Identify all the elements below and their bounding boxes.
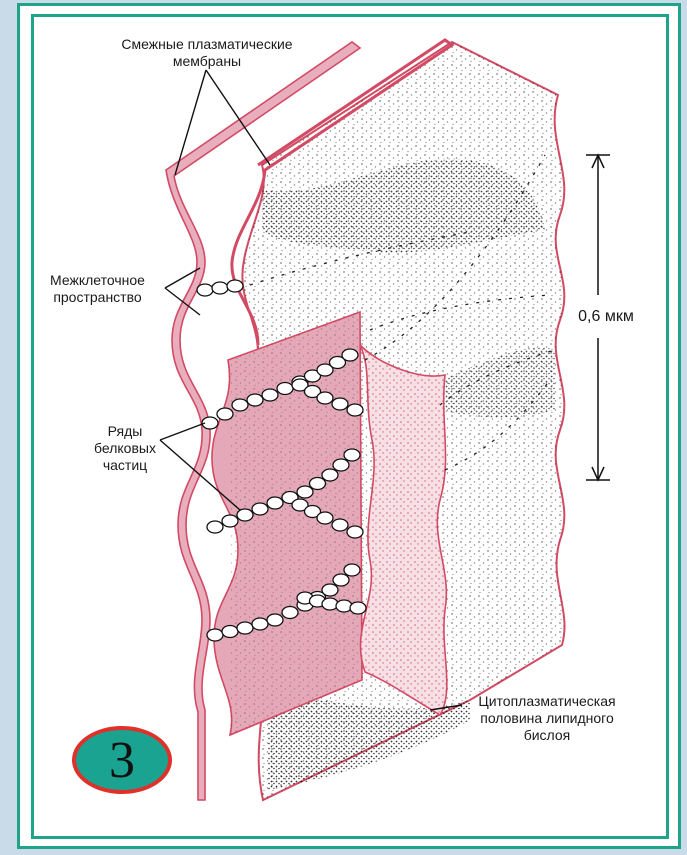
label-protein-rows-line1: Ряды xyxy=(85,423,165,440)
label-adjacent-membranes-line1: Смежные плазматические xyxy=(82,36,332,53)
protein-particle xyxy=(333,574,349,586)
protein-particle xyxy=(207,629,223,641)
label-protein-rows: Ряды белковых частиц xyxy=(85,423,165,474)
label-cytoplasmic-half-line2: половина липидного xyxy=(462,710,632,727)
protein-particle xyxy=(347,404,363,416)
protein-particle xyxy=(222,515,238,527)
protein-particle xyxy=(247,394,263,406)
label-intercellular-space-line2: пространство xyxy=(30,289,165,306)
protein-particle xyxy=(262,389,278,401)
protein-particle xyxy=(237,509,253,521)
protein-particle xyxy=(342,349,358,361)
protein-particle xyxy=(347,526,363,538)
label-thickness: 0,6 мкм xyxy=(566,308,646,325)
protein-particle xyxy=(267,497,283,509)
protein-particle xyxy=(227,280,243,292)
label-cytoplasmic-half-line3: бислоя xyxy=(462,727,632,744)
protein-particle xyxy=(332,398,348,410)
protein-particle xyxy=(212,282,228,294)
label-cytoplasmic-half: Цитоплазматическая половина липидного би… xyxy=(462,693,632,744)
label-adjacent-membranes-line2: мембраны xyxy=(82,53,332,70)
label-intercellular-space-line1: Межклеточное xyxy=(30,272,165,289)
cytoplasmic-half-flap xyxy=(360,345,447,715)
protein-particle xyxy=(267,614,283,626)
protein-particle xyxy=(332,519,348,531)
protein-particle xyxy=(317,392,333,404)
protein-particle xyxy=(350,602,366,614)
protein-particle xyxy=(336,600,352,612)
protein-particle xyxy=(217,408,233,420)
slide-number-badge: 3 xyxy=(72,726,172,794)
protein-particle xyxy=(344,449,360,461)
protein-particle xyxy=(310,478,326,490)
label-adjacent-membranes: Смежные плазматические мембраны xyxy=(82,36,332,70)
protein-particle xyxy=(333,459,349,471)
protein-particle xyxy=(232,399,248,411)
protein-particle xyxy=(297,486,313,498)
protein-particle xyxy=(252,618,268,630)
protein-particle xyxy=(277,383,293,395)
protein-particle xyxy=(322,584,338,596)
label-protein-rows-line3: частиц xyxy=(85,457,165,474)
protein-particle xyxy=(207,521,223,533)
protein-particle xyxy=(252,503,268,515)
protein-particle xyxy=(197,284,213,296)
protein-particle xyxy=(322,598,338,610)
protein-particle xyxy=(222,626,238,638)
label-protein-rows-line2: белковых xyxy=(85,440,165,457)
protein-particle xyxy=(317,512,333,524)
protein-particle xyxy=(344,564,360,576)
protein-particle xyxy=(282,607,298,619)
label-cytoplasmic-half-line1: Цитоплазматическая xyxy=(462,693,632,710)
protein-particle xyxy=(322,469,338,481)
protein-particle xyxy=(237,622,253,634)
label-intercellular-space: Межклеточное пространство xyxy=(30,272,165,306)
